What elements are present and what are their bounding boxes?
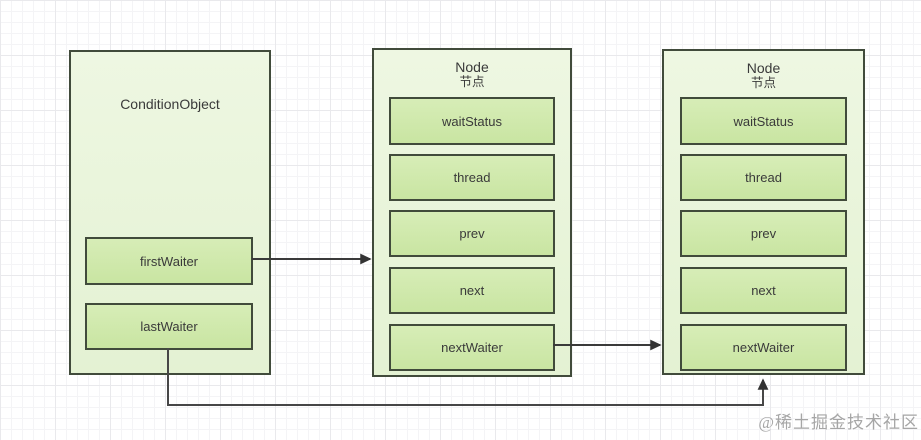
node-2-field-thread: thread	[680, 154, 847, 201]
field-first-waiter: firstWaiter	[85, 237, 253, 285]
node-2-field-nextwaiter: nextWaiter	[680, 324, 847, 371]
node-2-subtitle: 节点	[750, 76, 776, 91]
condition-object-box: ConditionObject firstWaiter lastWaiter	[69, 50, 271, 375]
node-1-header: Node 节点	[374, 59, 570, 90]
node-2-header: Node 节点	[664, 60, 863, 91]
node-1-subtitle: 节点	[459, 75, 485, 90]
node-1-field-next: next	[389, 267, 555, 314]
condition-object-title: ConditionObject	[120, 96, 220, 112]
node-2-box: Node 节点 waitStatus thread prev next next…	[662, 49, 865, 375]
watermark-text: @稀土掘金技术社区	[758, 413, 919, 432]
node-1-field-thread: thread	[389, 154, 555, 201]
field-last-waiter: lastWaiter	[85, 303, 253, 350]
node-2-field-next: next	[680, 267, 847, 314]
node-2-field-prev: prev	[680, 210, 847, 257]
node-1-box: Node 节点 waitStatus thread prev next next…	[372, 48, 572, 377]
node-1-field-prev: prev	[389, 210, 555, 257]
node-1-title: Node	[455, 59, 489, 75]
node-2-field-waitstatus: waitStatus	[680, 97, 847, 145]
node-1-field-waitstatus: waitStatus	[389, 97, 555, 145]
node-1-field-nextwaiter: nextWaiter	[389, 324, 555, 371]
node-2-title: Node	[746, 60, 781, 76]
